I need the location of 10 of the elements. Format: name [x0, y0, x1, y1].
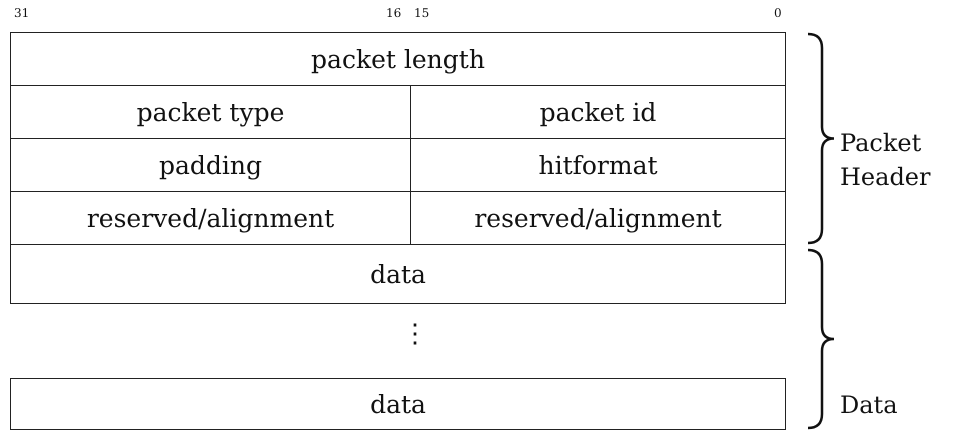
- field-cell: data: [10, 378, 786, 430]
- bit-number: 31: [14, 6, 30, 20]
- bit-number: 0: [774, 6, 782, 20]
- bit-number: 15: [414, 6, 430, 20]
- field-cell: data: [10, 244, 786, 304]
- vertical-ellipsis: ⋮: [402, 318, 428, 349]
- bit-number: 16: [386, 6, 402, 20]
- brace-label: Data: [840, 391, 898, 419]
- brace-label: Packet Header: [840, 128, 932, 193]
- field-cell: packet length: [10, 32, 786, 86]
